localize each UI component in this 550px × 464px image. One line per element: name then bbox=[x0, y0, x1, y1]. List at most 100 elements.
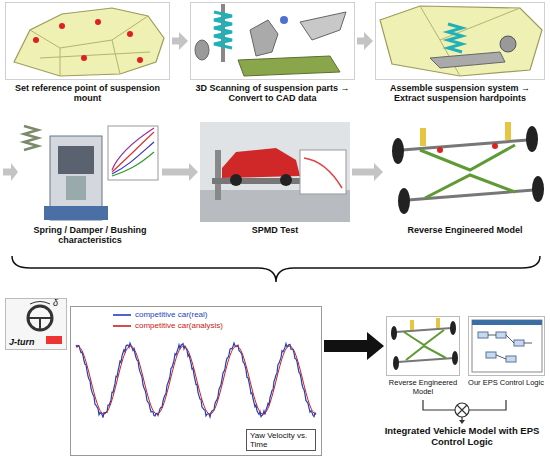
spring-damper-test-illustration-part bbox=[66, 176, 86, 200]
yaw-velocity-plot bbox=[76, 343, 316, 417]
chassis-thumbnail-part bbox=[452, 351, 458, 365]
car-body-illustration-part bbox=[33, 37, 39, 43]
picture-frame bbox=[386, 316, 460, 376]
assembly-illustration-part bbox=[448, 24, 462, 52]
spmd-rig-illustration-part bbox=[304, 158, 342, 188]
process-step: Reverse Engineered Model bbox=[385, 122, 545, 235]
suspension-parts-illustration-part bbox=[250, 20, 278, 56]
picture-frame bbox=[190, 2, 355, 80]
control-logic-screenshot-part bbox=[488, 335, 532, 359]
step-caption: Assemble suspension system → Extract sus… bbox=[375, 83, 545, 104]
control-logic-screenshot-part bbox=[514, 340, 524, 346]
spring-damper-test-illustration-part bbox=[24, 126, 38, 150]
steering-wheel-illustration-part bbox=[28, 306, 52, 330]
assembly-illustration bbox=[380, 6, 542, 76]
control-logic-screenshot-part bbox=[472, 320, 542, 372]
assembly-illustration-part bbox=[500, 36, 516, 52]
step-caption: Set reference point of suspension mount bbox=[5, 83, 170, 104]
legend-line-sample-part bbox=[113, 315, 131, 317]
car-body-illustration bbox=[14, 8, 164, 76]
suspension-parts-illustration-part bbox=[195, 40, 209, 60]
chassis-model-illustration-part bbox=[420, 128, 426, 146]
chassis-model-illustration-part bbox=[526, 126, 538, 152]
process-step: Assemble suspension system → Extract sus… bbox=[375, 2, 545, 104]
summing-junction-part bbox=[457, 405, 467, 415]
picture-frame bbox=[375, 2, 545, 80]
step-caption: 3D Scanning of suspension parts → Conver… bbox=[190, 83, 355, 104]
picture-title: J-turn bbox=[9, 337, 35, 347]
car-body-illustration-part bbox=[127, 31, 133, 37]
picture-frame bbox=[5, 2, 170, 80]
flow-arrow bbox=[3, 163, 18, 181]
chassis-thumbnail bbox=[391, 318, 458, 370]
assembly-illustration-part bbox=[430, 52, 505, 68]
legend-line-sample-part bbox=[113, 326, 131, 328]
chassis-thumbnail-part bbox=[410, 320, 414, 330]
car-body-illustration-part bbox=[30, 16, 150, 76]
suspension-parts-illustration-part bbox=[280, 16, 288, 24]
legend-line-sample bbox=[112, 322, 132, 330]
picture-frame bbox=[468, 316, 545, 376]
spring-damper-test-illustration-part bbox=[108, 126, 158, 180]
legend-text: competitive car(real) bbox=[135, 311, 207, 320]
chassis-model-illustration-part bbox=[425, 175, 515, 198]
flow-arrow-part bbox=[11, 163, 18, 181]
step-caption: Our EPS Control Logic bbox=[466, 379, 546, 388]
steering-wheel-illustration-part bbox=[5, 298, 67, 350]
control-logic-screenshot bbox=[472, 320, 542, 372]
chassis-model-illustration-part bbox=[437, 147, 443, 153]
picture-frame bbox=[200, 122, 350, 222]
chassis-model-illustration-part bbox=[398, 188, 410, 214]
legend-text: competitive car(analysis) bbox=[135, 322, 223, 331]
steering-wheel-illustration-part bbox=[46, 336, 62, 344]
step-arrow bbox=[352, 169, 374, 176]
angle-symbol: δ bbox=[53, 298, 65, 308]
suspension-parts-illustration bbox=[195, 4, 346, 76]
chassis-thumbnail-part bbox=[391, 326, 397, 340]
simulated-curve bbox=[76, 346, 316, 414]
summing-junction-part bbox=[459, 420, 465, 424]
spring-damper-test-illustration-part bbox=[112, 152, 154, 176]
measured-curve bbox=[76, 343, 316, 417]
step-caption: Reverse Engineered Model bbox=[385, 225, 545, 235]
process-step: Spring / Damper / Bushing characteristic… bbox=[20, 122, 160, 246]
result-caption: Integrated Vehicle Model with EPS Contro… bbox=[376, 426, 548, 448]
process-step: SPMD Test bbox=[200, 122, 350, 235]
chassis-model-illustration-part bbox=[492, 143, 498, 149]
process-step: 3D Scanning of suspension parts → Conver… bbox=[190, 2, 355, 104]
flow-arrow-part bbox=[3, 169, 11, 176]
chassis-thumbnail-part bbox=[404, 330, 446, 360]
steering-wheel-illustration-part bbox=[30, 302, 50, 305]
control-logic-screenshot-part bbox=[472, 320, 542, 325]
chassis-model-illustration bbox=[392, 122, 544, 214]
chassis-thumbnail-part bbox=[450, 321, 456, 335]
spmd-rig-illustration-part bbox=[212, 178, 312, 184]
chart-tag: Yaw Velocity vs. Time bbox=[246, 429, 316, 451]
step-arrow bbox=[172, 38, 179, 45]
result-arrow bbox=[324, 340, 367, 352]
spmd-rig-illustration-part bbox=[222, 148, 300, 178]
chassis-model-illustration-part bbox=[532, 176, 544, 202]
step-caption: Spring / Damper / Bushing characteristic… bbox=[20, 225, 160, 246]
control-logic-screenshot-part bbox=[478, 332, 488, 338]
spmd-rig-illustration-part bbox=[300, 150, 346, 194]
grouping-brace bbox=[12, 256, 540, 282]
legend-entry: competitive car(real) bbox=[112, 311, 207, 320]
spring-damper-test-illustration-part bbox=[58, 146, 94, 174]
summing-junction bbox=[423, 400, 506, 424]
car-body-illustration-part bbox=[95, 19, 101, 25]
spring-damper-test-illustration bbox=[24, 126, 158, 220]
steering-wheel-illustration bbox=[5, 298, 67, 350]
chassis-thumbnail-part bbox=[436, 318, 440, 328]
suspension-parts-illustration-part bbox=[214, 12, 232, 48]
legend-line-sample bbox=[112, 311, 132, 319]
control-logic-screenshot-part bbox=[506, 356, 516, 362]
car-body-illustration-part bbox=[14, 8, 164, 76]
spmd-rig-illustration-part bbox=[215, 150, 221, 200]
spring-damper-test-illustration-part bbox=[44, 206, 108, 220]
spmd-rig-illustration-part bbox=[200, 122, 350, 222]
chassis-model-illustration-part bbox=[392, 138, 404, 164]
chassis-model-illustration-part bbox=[505, 122, 511, 140]
step-caption: SPMD Test bbox=[200, 225, 350, 235]
spmd-rig-illustration bbox=[200, 122, 350, 222]
